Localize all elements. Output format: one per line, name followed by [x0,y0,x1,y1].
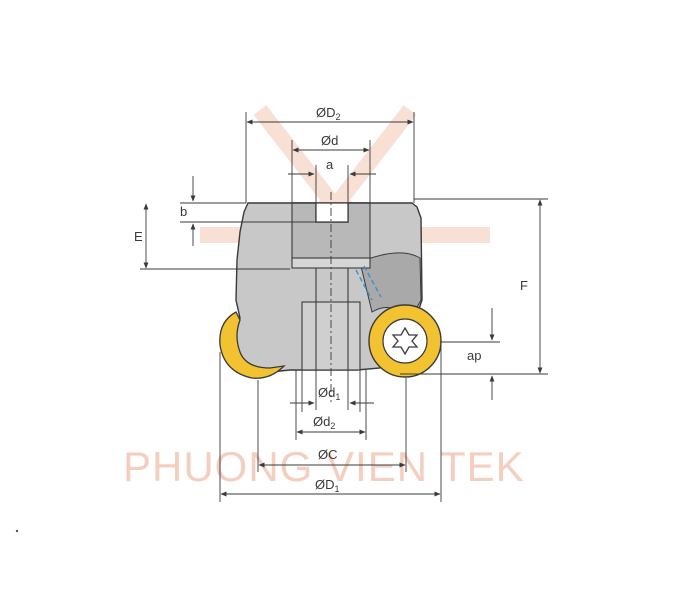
torx-screw-icon [391,326,419,356]
label-b: b [180,204,187,219]
label-d1: Ød1 [318,385,340,402]
label-D1: ØD1 [315,477,340,494]
label-C: ØC [318,447,338,462]
dimension-labels: ØD2 Ød a b E F ap Ød1 Ød2 ØC ØD1 [134,105,528,494]
label-F: F [520,278,528,293]
label-d2: Ød2 [313,414,335,431]
left-insert [219,311,286,379]
label-E: E [134,229,143,244]
label-d: Ød [321,133,338,148]
stray-dot [15,529,19,533]
dimension-lines [140,112,548,502]
label-D2: ØD2 [316,105,341,122]
label-a: a [326,157,334,172]
coolant-channel [355,265,382,301]
label-ap: ap [467,348,481,363]
round-insert [368,304,442,378]
